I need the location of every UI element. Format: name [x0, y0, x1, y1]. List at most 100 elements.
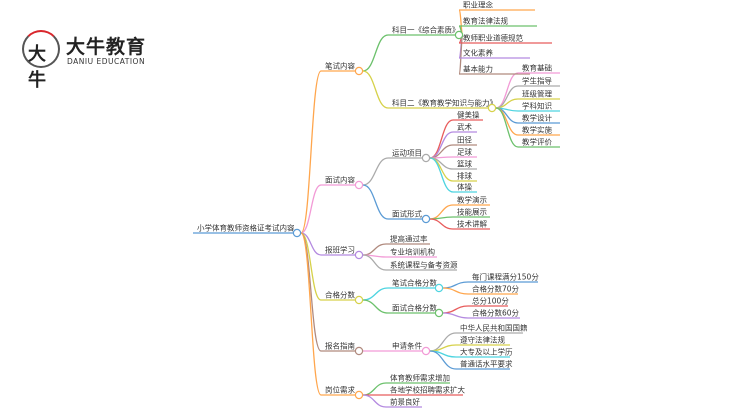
leaf-node[interactable]: 教学评价 [518, 137, 560, 148]
leaf-node[interactable]: 基本能力 [459, 64, 530, 75]
node-label: 文化素养 [463, 48, 493, 58]
branch-node[interactable]: 面试内容 [321, 175, 364, 190]
node-label: 科目一《综合素质》 [392, 25, 460, 35]
node-label: 大专及以上学历 [460, 347, 513, 357]
child-connector [362, 382, 387, 396]
node-label: 体操 [457, 182, 472, 192]
leaf-node[interactable]: 系统课程与备考资源 [386, 260, 458, 271]
sub-branch-node[interactable]: 科目二《教育教学知识与能力》 [388, 98, 497, 113]
leaf-node[interactable]: 教育法律法规 [459, 16, 537, 27]
child-connector [362, 394, 387, 408]
leaf-connector [429, 218, 454, 230]
sub-branch-node[interactable]: 面试合格分数 [388, 303, 444, 318]
node-label: 技能展示 [457, 207, 487, 217]
node-collapse-toggle[interactable] [354, 180, 364, 190]
branch-node[interactable]: 报班学习 [321, 245, 364, 260]
branch-connector [300, 70, 322, 234]
child-connector [362, 299, 389, 314]
branch-node[interactable]: 岗位需求 [321, 385, 364, 400]
branch-connector [300, 232, 322, 301]
leaf-node[interactable]: 学科知识 [518, 101, 560, 112]
sub-branch-node[interactable]: 面试形式 [388, 209, 431, 224]
leaf-node[interactable]: 文化素养 [459, 48, 530, 59]
root-node[interactable]: 小学体育教师资格证考试内容 [193, 223, 302, 238]
node-collapse-toggle[interactable] [434, 308, 444, 318]
node-collapse-toggle[interactable] [487, 103, 497, 113]
leaf-node[interactable]: 体育教师需求增加 [386, 373, 450, 384]
child-connector [362, 254, 387, 271]
leaf-node[interactable]: 排球 [453, 171, 477, 182]
sub-branch-node[interactable]: 科目一《综合素质》 [388, 25, 464, 40]
leaf-node[interactable]: 专业培训机构 [386, 247, 437, 258]
leaf-node[interactable]: 遵守法律法规 [456, 335, 510, 346]
leaf-node[interactable]: 合格分数70分 [468, 284, 520, 295]
node-collapse-toggle[interactable] [421, 346, 431, 356]
node-collapse-toggle[interactable] [421, 214, 431, 224]
leaf-node[interactable]: 总分100分 [468, 296, 509, 307]
leaf-node[interactable]: 体操 [453, 182, 477, 193]
leaf-node[interactable]: 中华人民共和国国籍 [456, 323, 528, 334]
branch-node[interactable]: 合格分数 [321, 290, 364, 305]
node-collapse-toggle[interactable] [434, 283, 444, 293]
leaf-node[interactable]: 合格分数60分 [468, 308, 520, 319]
leaf-node[interactable]: 田径 [453, 135, 477, 146]
leaf-node[interactable]: 健美操 [453, 110, 483, 121]
leaf-node[interactable]: 每门课程满分150分 [468, 272, 539, 283]
leaf-node[interactable]: 班级管理 [518, 89, 560, 100]
node-label: 教育基础 [522, 63, 552, 73]
node-collapse-toggle[interactable] [354, 390, 364, 400]
node-label: 面试内容 [325, 175, 355, 185]
leaf-node[interactable]: 教学演示 [453, 195, 490, 206]
brand-logo: 大牛 大牛教育 DANIU EDUCATION [22, 28, 152, 91]
node-label: 基本能力 [463, 64, 493, 74]
node-label: 申请条件 [392, 341, 422, 351]
node-collapse-toggle[interactable] [354, 250, 364, 260]
node-label: 运动项目 [392, 148, 422, 158]
child-connector [362, 287, 389, 301]
leaf-node[interactable]: 足球 [453, 147, 477, 158]
node-label: 学科知识 [522, 101, 552, 111]
leaf-node[interactable]: 学生指导 [518, 76, 560, 87]
node-collapse-toggle[interactable] [354, 295, 364, 305]
leaf-node[interactable]: 教师职业道德规范 [459, 33, 552, 44]
node-label: 每门课程满分150分 [472, 272, 539, 282]
node-label: 前景良好 [390, 397, 420, 407]
node-collapse-toggle[interactable] [354, 66, 364, 76]
branch-node[interactable]: 报名指南 [321, 341, 364, 356]
node-label: 报班学习 [325, 245, 355, 255]
leaf-node[interactable]: 职业理念 [459, 0, 535, 11]
leaf-node[interactable]: 普通话水平要求 [456, 359, 513, 370]
branch-node[interactable]: 笔试内容 [321, 61, 364, 76]
node-collapse-toggle[interactable] [421, 153, 431, 163]
leaf-node[interactable]: 提高通过率 [386, 234, 430, 245]
leaf-node[interactable]: 教学设计 [518, 113, 560, 124]
leaf-node[interactable]: 武术 [453, 122, 477, 133]
leaf-node[interactable]: 大专及以上学历 [456, 347, 513, 358]
logo-badge-text: 大牛 [28, 44, 46, 91]
sub-branch-node[interactable]: 运动项目 [388, 148, 431, 163]
leaf-connector [495, 107, 519, 148]
sub-branch-node[interactable]: 申请条件 [388, 341, 431, 356]
node-collapse-toggle[interactable] [292, 228, 302, 238]
node-label: 笔试合格分数 [392, 278, 437, 288]
node-label: 教学实施 [522, 125, 552, 135]
node-label: 排球 [457, 171, 472, 181]
leaf-node[interactable]: 前景良好 [386, 397, 422, 408]
node-label: 合格分数60分 [472, 308, 520, 318]
node-collapse-toggle[interactable] [454, 30, 464, 40]
leaf-node[interactable]: 教学实施 [518, 125, 560, 136]
logo-name: 大牛教育 [66, 36, 147, 58]
leaf-node[interactable]: 篮球 [453, 159, 477, 170]
leaf-node[interactable]: 技能展示 [453, 207, 490, 218]
leaf-node[interactable]: 技术讲解 [453, 219, 490, 230]
leaf-connector [442, 312, 469, 319]
node-label: 体育教师需求增加 [390, 373, 450, 383]
node-label: 科目二《教育教学知识与能力》 [392, 98, 497, 108]
node-label: 职业理念 [463, 0, 493, 10]
leaf-connector [495, 107, 519, 136]
sub-branch-node[interactable]: 笔试合格分数 [388, 278, 444, 293]
leaf-node[interactable]: 教育基础 [518, 63, 560, 74]
leaf-node[interactable]: 各地学校招聘需求扩大 [386, 385, 465, 396]
node-collapse-toggle[interactable] [354, 346, 364, 356]
node-label: 教学评价 [522, 137, 552, 147]
